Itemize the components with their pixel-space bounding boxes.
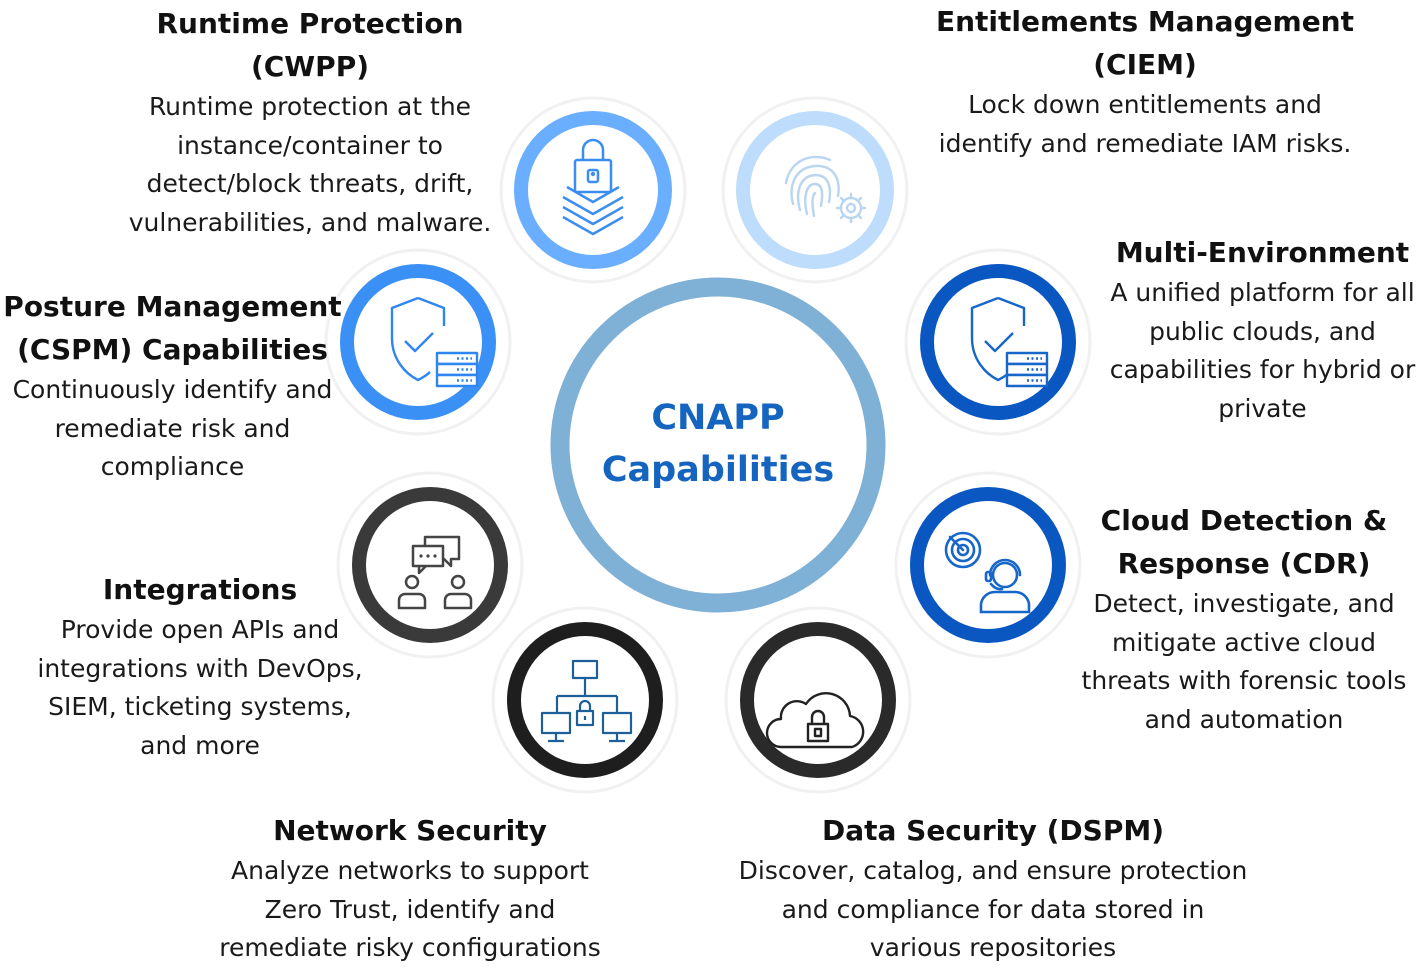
integrations-title: Integrations — [25, 568, 375, 611]
center-label: CNAPP Capabilities — [568, 392, 868, 496]
cdr-desc-line: and automation — [1144, 704, 1344, 734]
integrations-desc-line: SIEM, ticketing systems, — [48, 692, 352, 721]
cwpp-title: Runtime Protection (CWPP) — [110, 2, 510, 88]
radar-headset-icon — [944, 531, 1031, 614]
shield-server-icon — [970, 296, 1049, 388]
cspm-text: Posture Management (CSPM) Capabilities C… — [0, 285, 345, 487]
cspm-title-line: Posture Management — [3, 290, 342, 323]
multienv-desc-line: public clouds, and — [1149, 316, 1376, 346]
integrations-text: Integrations Provide open APIs and integ… — [25, 568, 375, 765]
ciem-desc-line: identify and remediate IAM risks. — [938, 128, 1352, 158]
ciem-node — [736, 111, 894, 269]
data-text: Data Security (DSPM) Discover, catalog, … — [718, 809, 1268, 968]
cwpp-node — [514, 111, 672, 269]
cdr-ring — [910, 487, 1066, 643]
integrations-desc-line: and more — [140, 730, 260, 760]
cdr-title: Cloud Detection & Response (CDR) — [1074, 499, 1414, 585]
cdr-title-line: Response (CDR) — [1117, 547, 1371, 580]
data-desc-line: and compliance for data stored in — [781, 894, 1205, 924]
multienv-desc-line: private — [1218, 393, 1307, 423]
fingerprint-gear-icon — [784, 155, 867, 224]
data-desc-line: Discover, catalog, and ensure protection — [738, 856, 1248, 885]
network-desc-line: remediate risky configurations — [219, 933, 601, 962]
network-text: Network Security Analyze networks to sup… — [200, 809, 620, 968]
multienv-description: A unified platform for all public clouds… — [1098, 274, 1427, 428]
shield-server-icon — [390, 296, 479, 388]
ciem-title-line: Entitlements Management — [935, 5, 1355, 38]
cwpp-desc-line: instance/container to — [177, 130, 443, 160]
network-desc-line: Analyze networks to support — [231, 856, 589, 885]
cdr-node — [910, 487, 1066, 643]
multienv-text: Multi-Environment A unified platform for… — [1098, 231, 1427, 428]
cspm-title: Posture Management (CSPM) Capabilities — [0, 285, 345, 371]
cwpp-text: Runtime Protection (CWPP) Runtime protec… — [110, 2, 510, 242]
data-node — [740, 622, 896, 778]
center-label-line1: CNAPP — [651, 398, 785, 438]
ciem-title-line: (CIEM) — [1093, 48, 1197, 81]
cwpp-description: Runtime protection at the instance/conta… — [110, 88, 510, 242]
ciem-title: Entitlements Management (CIEM) — [920, 0, 1370, 86]
cdr-text: Cloud Detection & Response (CDR) Detect,… — [1074, 499, 1414, 739]
data-ring — [740, 622, 896, 778]
cwpp-title-line: Runtime Protection — [156, 7, 464, 40]
network-node — [507, 622, 663, 778]
network-desc-line: Zero Trust, identify and — [264, 894, 556, 924]
cspm-desc-line: Continuously identify and — [12, 375, 333, 404]
data-title: Data Security (DSPM) — [718, 809, 1268, 852]
cspm-description: Continuously identify and remediate risk… — [0, 371, 345, 487]
data-title-line: Data Security (DSPM) — [821, 814, 1165, 847]
center-label-line2: Capabilities — [601, 450, 835, 490]
cspm-ring — [340, 264, 496, 420]
ciem-ring — [736, 111, 894, 269]
lock-layers-icon — [562, 138, 624, 236]
network-title-line: Network Security — [273, 814, 547, 847]
integrations-desc-line: Provide open APIs and — [60, 615, 340, 644]
cspm-desc-line: remediate risk and — [54, 413, 291, 443]
cwpp-desc-line: vulnerabilities, and malware. — [128, 207, 492, 237]
data-desc-line: various repositories — [869, 933, 1117, 962]
decorative-outer-rings — [324, 96, 1092, 794]
multienv-desc-line: capabilities for hybrid or — [1109, 355, 1416, 384]
ciem-text: Entitlements Management (CIEM) Lock down… — [920, 0, 1370, 163]
cdr-desc-line: mitigate active cloud — [1111, 627, 1376, 657]
cwpp-desc-line: Runtime protection at the — [148, 92, 472, 121]
cwpp-ring — [514, 111, 672, 269]
integrations-desc-line: integrations with DevOps, — [37, 653, 363, 683]
cdr-desc-line: Detect, investigate, and — [1093, 589, 1395, 618]
integrations-description: Provide open APIs and integrations with … — [25, 611, 375, 765]
network-description: Analyze networks to support Zero Trust, … — [200, 852, 620, 968]
multienv-node — [920, 264, 1076, 420]
chat-users-icon — [397, 535, 473, 610]
network-lock-icon — [540, 659, 633, 743]
integrations-title-line: Integrations — [102, 573, 298, 606]
cloud-lock-icon — [765, 692, 865, 749]
cspm-title-line: (CSPM) Capabilities — [17, 333, 328, 366]
data-description: Discover, catalog, and ensure protection… — [718, 852, 1268, 968]
network-title: Network Security — [200, 809, 620, 852]
ciem-desc-line: Lock down entitlements and — [968, 90, 1322, 119]
ciem-description: Lock down entitlements and identify and … — [920, 86, 1370, 163]
multienv-title-line: Multi-Environment — [1115, 236, 1410, 269]
cwpp-desc-line: detect/block threats, drift, — [146, 169, 474, 198]
integrations-node — [352, 487, 508, 643]
center-ring — [550, 277, 886, 613]
cspm-node — [340, 264, 496, 420]
multienv-desc-line: A unified platform for all — [1110, 278, 1415, 307]
multienv-title: Multi-Environment — [1098, 231, 1427, 274]
cdr-description: Detect, investigate, and mitigate active… — [1074, 585, 1414, 739]
cdr-title-line: Cloud Detection & — [1100, 504, 1388, 537]
cspm-desc-line: compliance — [100, 452, 245, 481]
cwpp-title-line: (CWPP) — [250, 50, 370, 83]
cdr-desc-line: threats with forensic tools — [1081, 666, 1407, 695]
multienv-ring — [920, 264, 1076, 420]
